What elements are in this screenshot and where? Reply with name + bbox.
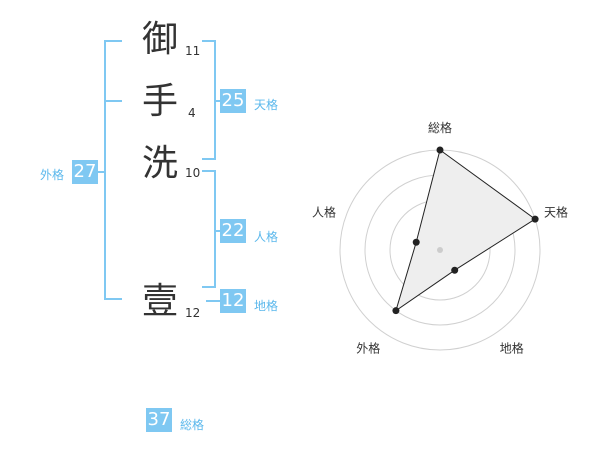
gaikaku-bracket-top — [104, 40, 122, 42]
jinkaku-bracket-top — [202, 170, 216, 172]
stroke-count-1: 11 — [185, 44, 201, 58]
name-char-2: 手 — [142, 81, 179, 122]
gaikaku-connector — [98, 171, 106, 173]
jinkaku-value: 22 — [220, 219, 246, 243]
radar-axis-label-0: 総格 — [428, 120, 452, 135]
chikaku-label: 地格 — [254, 299, 279, 313]
tenkaku-bracket-bottom — [202, 158, 216, 160]
jinkaku-bracket-vertical — [214, 170, 216, 288]
name-char-4: 壹 — [142, 281, 179, 322]
jinkaku-connector — [214, 230, 222, 232]
gaikaku-bracket-mid — [104, 100, 122, 102]
soukaku-value: 37 — [146, 408, 172, 432]
soukaku-label: 総格 — [180, 418, 205, 432]
stroke-count-4: 12 — [185, 306, 201, 320]
jinkaku-bracket-bottom — [202, 286, 216, 288]
radar-center-dot — [437, 247, 443, 253]
gaikaku-bracket-vertical — [104, 40, 106, 300]
tenkaku-label: 天格 — [254, 98, 279, 112]
gaikaku-bracket-bottom — [104, 298, 122, 300]
jinkaku-label: 人格 — [254, 230, 279, 244]
chikaku-connector — [206, 300, 220, 302]
stroke-count-2: 4 — [188, 106, 196, 120]
radar-point-2 — [451, 266, 459, 274]
radar-axis-label-3: 外格 — [356, 341, 380, 356]
gaikaku-value: 27 — [72, 160, 98, 184]
tenkaku-connector — [214, 100, 222, 102]
radar-point-3 — [392, 307, 400, 315]
radar-axis-label-4: 人格 — [312, 204, 336, 219]
radar-point-1 — [531, 215, 539, 223]
radar-point-0 — [436, 146, 444, 154]
radar-area — [395, 149, 536, 312]
name-char-3: 洗 — [142, 143, 179, 184]
stroke-count-3: 10 — [185, 166, 201, 180]
radar-axis-label-1: 天格 — [544, 204, 568, 219]
radar-axis-label-2: 地格 — [500, 341, 524, 356]
tenkaku-value: 25 — [220, 89, 246, 113]
tenkaku-bracket-top — [202, 40, 216, 42]
chikaku-value: 12 — [220, 289, 246, 313]
gaikaku-label: 外格 — [40, 168, 65, 182]
name-char-1: 御 — [142, 19, 179, 60]
radar-point-4 — [412, 238, 420, 246]
